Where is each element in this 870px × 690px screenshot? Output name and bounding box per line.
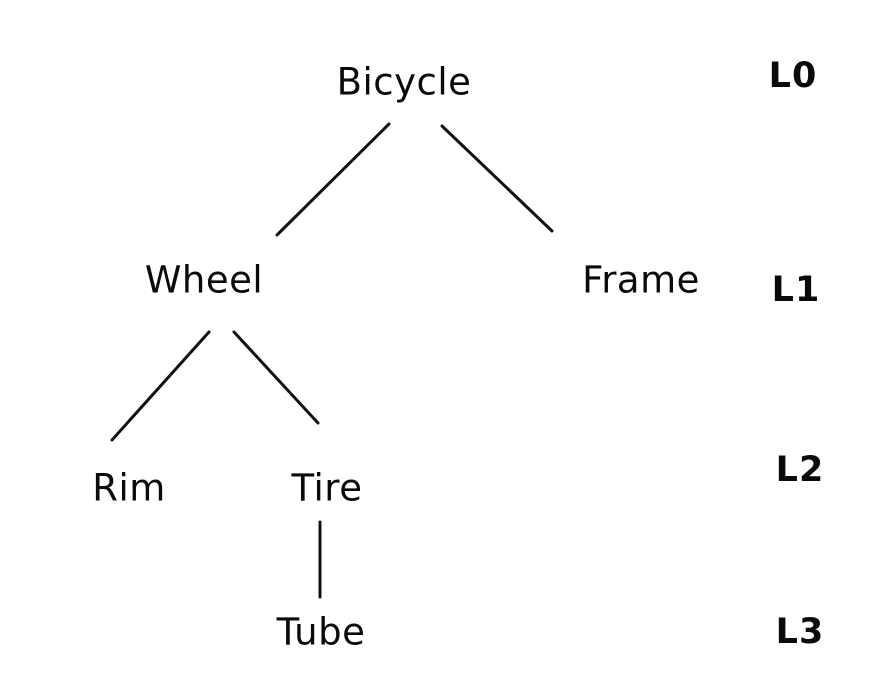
level-label-l1: L1	[771, 270, 821, 310]
edge-bicycle-wheel	[275, 122, 391, 237]
edge-wheel-rim	[110, 330, 211, 442]
tree-node-wheel[interactable]: Wheel	[144, 258, 264, 302]
tree-node-tube[interactable]: Tube	[276, 610, 366, 654]
level-label-l3: L3	[775, 612, 825, 652]
edge-bicycle-frame	[440, 124, 554, 233]
tree-node-rim[interactable]: Rim	[92, 466, 166, 510]
level-label-l2: L2	[775, 450, 825, 490]
tree-node-tire[interactable]: Tire	[291, 466, 363, 510]
tree-node-bicycle[interactable]: Bicycle	[336, 60, 472, 104]
level-label-l0: L0	[768, 56, 818, 96]
tree-node-frame[interactable]: Frame	[582, 258, 700, 302]
edge-wheel-tire	[232, 330, 320, 425]
